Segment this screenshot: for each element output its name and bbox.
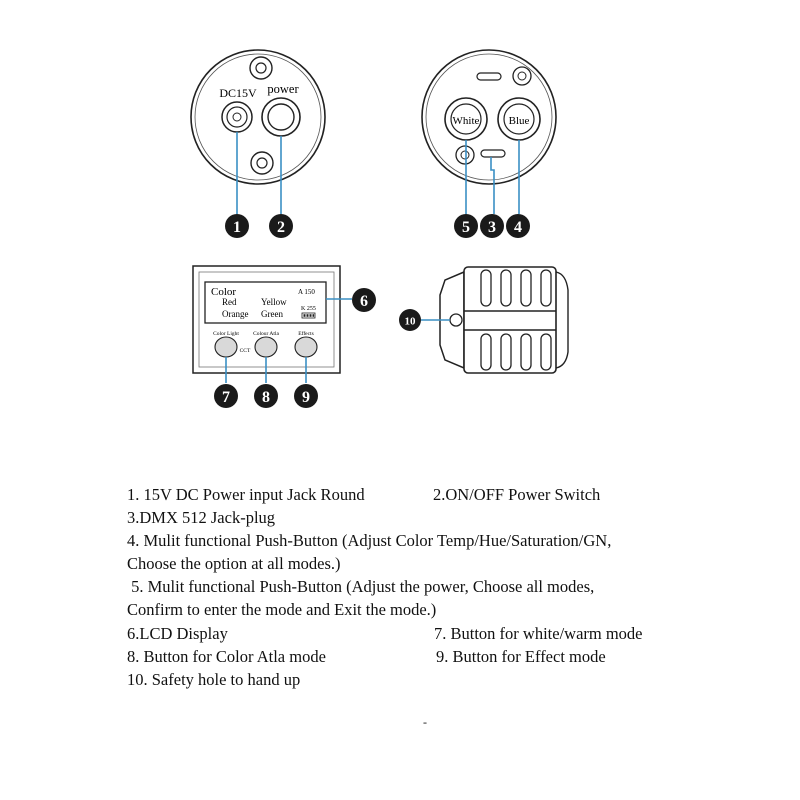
- svg-text:1: 1: [233, 219, 241, 236]
- colour-atla-label: Colour Atla: [253, 331, 279, 337]
- svg-text:9: 9: [302, 389, 310, 406]
- callout-9: 9: [294, 384, 318, 408]
- svg-text:7: 7: [222, 389, 230, 406]
- legend-item-5-cont: Confirm to enter the mode and Exit the m…: [127, 600, 437, 619]
- legend-item-10: 10. Safety hole to hand up: [127, 670, 301, 689]
- svg-text:5: 5: [462, 219, 470, 236]
- svg-text:4: 4: [514, 219, 522, 236]
- svg-text:8: 8: [262, 389, 270, 406]
- lcd-small-value: K 255: [301, 306, 316, 312]
- lcd-title: Color: [211, 286, 236, 298]
- legend-item-2: 2.ON/OFF Power Switch: [433, 485, 601, 504]
- lcd-mode-value: A 150: [298, 288, 315, 296]
- screw-bottom-left-icon: [455, 145, 475, 165]
- color-light-button: [214, 336, 238, 358]
- blue-button-icon: [497, 97, 541, 141]
- effects-label: Effects: [298, 330, 313, 337]
- callout-4: 4: [506, 214, 530, 238]
- legend-item-9: 9. Button for Effect mode: [436, 647, 606, 666]
- lcd-row2-right: Green: [261, 309, 283, 319]
- svg-text:3: 3: [488, 219, 496, 236]
- cct-label: CCT: [240, 348, 251, 354]
- legend-item-8: 8. Button for Color Atla mode: [127, 647, 326, 666]
- callout-6: 6: [352, 288, 376, 312]
- legend-item-3: 3.DMX 512 Jack-plug: [127, 508, 276, 527]
- screw-top-icon: [249, 56, 273, 80]
- legend-item-4-cont: Choose the option at all modes.): [127, 554, 341, 573]
- dc-jack-label: DC15V: [219, 86, 257, 100]
- rear-panel-right: White Blue: [421, 49, 557, 214]
- effects-button: [294, 336, 318, 358]
- lcd-row1-left: Red: [222, 297, 237, 307]
- color-light-label: Color Light: [213, 331, 239, 337]
- svg-text:6: 6: [360, 293, 368, 310]
- legend-item-1: 1. 15V DC Power input Jack Round: [127, 485, 365, 504]
- colour-atla-button: [254, 336, 278, 358]
- screw-top-right-icon: [512, 66, 532, 86]
- blue-button-label: Blue: [509, 115, 530, 127]
- lcd-row2-left: Orange: [222, 309, 249, 319]
- legend-item-6: 6.LCD Display: [127, 624, 228, 643]
- power-switch-label: power: [267, 82, 299, 96]
- white-button-label: White: [453, 115, 480, 127]
- callout-3: 3: [480, 214, 504, 238]
- callout-badges: 1 2 5 3 4 6 10 7: [214, 214, 530, 408]
- svg-text:2: 2: [277, 219, 285, 236]
- battery-icon: [301, 312, 316, 319]
- callout-5: 5: [454, 214, 478, 238]
- callout-2: 2: [269, 214, 293, 238]
- power-switch-icon: [261, 97, 301, 137]
- legend-item-5: 5. Mulit functional Push-Button (Adjust …: [127, 577, 595, 596]
- safety-hole-icon: [449, 313, 463, 327]
- slot-top-icon: [476, 72, 502, 81]
- callout-10: 10: [399, 309, 421, 331]
- legend-item-4: 4. Mulit functional Push-Button (Adjust …: [127, 531, 612, 550]
- callout-8: 8: [254, 384, 278, 408]
- lcd-row1-right: Yellow: [261, 297, 287, 307]
- legend-item-7: 7. Button for white/warm mode: [434, 624, 643, 643]
- dmx-jack-icon: [480, 149, 506, 158]
- callout-7: 7: [214, 384, 238, 408]
- rear-panel-left: DC15V power: [190, 49, 326, 214]
- control-panel: Color A 150 Red Yellow K 255 Orange Gree…: [192, 265, 352, 383]
- screw-bottom-icon: [250, 151, 274, 175]
- side-view: [421, 266, 569, 374]
- svg-text:10: 10: [405, 316, 417, 328]
- callout-1: 1: [225, 214, 249, 238]
- footer-mark: -: [423, 715, 427, 729]
- dc-jack-icon: [221, 101, 253, 133]
- white-button-icon: [444, 97, 488, 141]
